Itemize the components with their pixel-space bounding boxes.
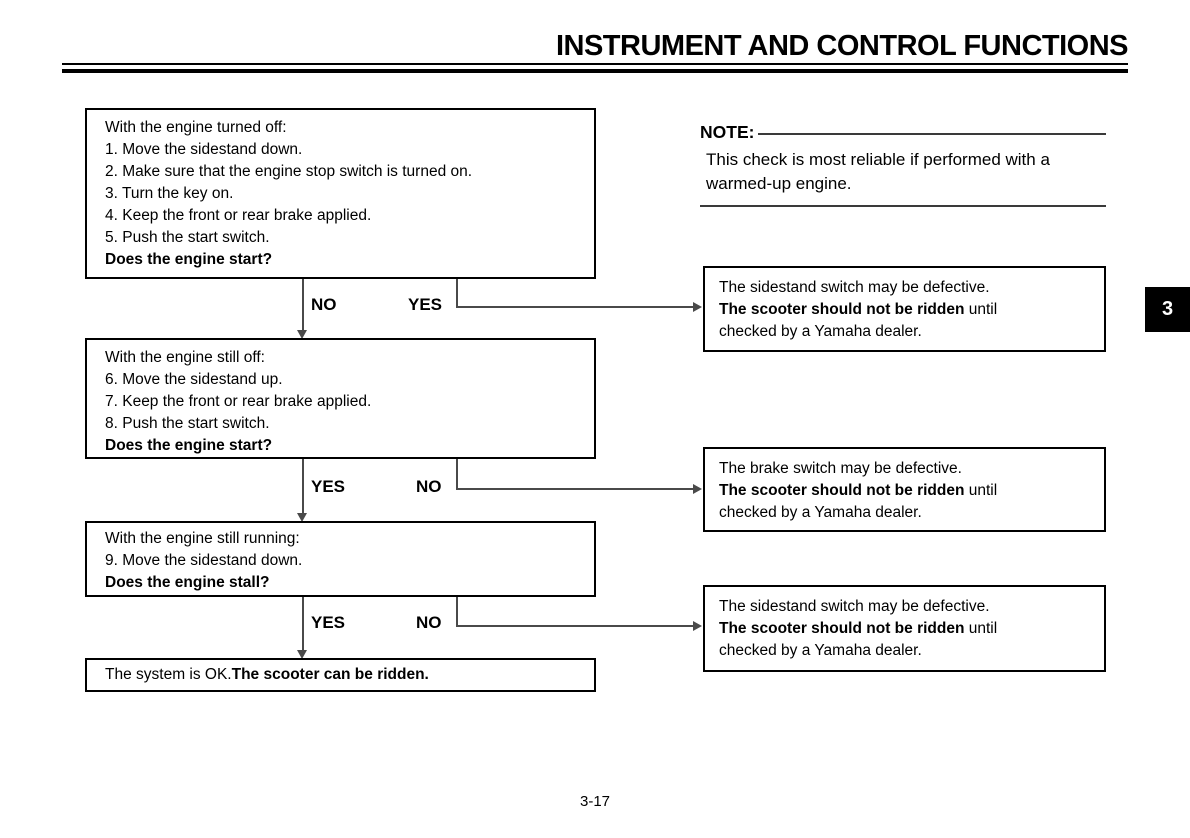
page-number: 3-17 bbox=[579, 793, 611, 810]
outcome1-rest: until bbox=[964, 301, 998, 318]
connector3-down-line bbox=[302, 597, 304, 650]
connector3-branch-stub bbox=[456, 597, 458, 627]
outcome-box-3: The sidestand switch may be defective. T… bbox=[703, 585, 1106, 672]
connector1-right-label: YES bbox=[408, 295, 443, 314]
result-text-normal: The system is OK. bbox=[105, 666, 232, 683]
outcome3-rest: until bbox=[964, 620, 998, 637]
note-header: NOTE: bbox=[700, 122, 1106, 143]
outcome3-bold: The scooter should not be ridden bbox=[719, 620, 965, 637]
connector2-down-line bbox=[302, 459, 304, 513]
step1-item-4: 4. Keep the front or rear brake applied. bbox=[105, 207, 372, 224]
outcome1-line3: checked by a Yamaha dealer. bbox=[719, 323, 922, 340]
note-header-rule bbox=[758, 133, 1106, 135]
note-label: NOTE: bbox=[700, 122, 755, 142]
flow-step-box-2: With the engine still off: 6. Move the s… bbox=[85, 338, 596, 459]
connector2-right-label: NO bbox=[416, 477, 442, 496]
outcome2-rest: until bbox=[964, 482, 998, 499]
connector1-right-line bbox=[456, 306, 694, 308]
outcome-box-1: The sidestand switch may be defective. T… bbox=[703, 266, 1106, 352]
outcome2-line2: The scooter should not be ridden until bbox=[719, 480, 1098, 502]
connector3-arrow-right-icon bbox=[693, 621, 702, 631]
connector2-arrow-down-icon bbox=[297, 513, 307, 522]
step1-question: Does the engine start? bbox=[105, 251, 273, 268]
step1-item-1: 1. Move the sidestand down. bbox=[105, 141, 303, 158]
outcome-box-2: The brake switch may be defective. The s… bbox=[703, 447, 1106, 532]
outcome3-line2: The scooter should not be ridden until bbox=[719, 618, 1098, 640]
step2-item-6: 6. Move the sidestand up. bbox=[105, 371, 283, 388]
note-bottom-rule bbox=[700, 205, 1106, 207]
connector1-down-label: NO bbox=[311, 295, 337, 314]
connector2-arrow-right-icon bbox=[693, 484, 702, 494]
connector2-down-label: YES bbox=[311, 477, 346, 496]
section-tab-number: 3 bbox=[1161, 298, 1174, 320]
outcome3-line1: The sidestand switch may be defective. bbox=[719, 598, 990, 615]
step1-item-3: 3. Turn the key on. bbox=[105, 185, 234, 202]
connector3-down-label: YES bbox=[311, 613, 346, 632]
outcome2-line3: checked by a Yamaha dealer. bbox=[719, 504, 922, 521]
connector1-down-line bbox=[302, 279, 304, 330]
outcome1-line1: The sidestand switch may be defective. bbox=[719, 279, 990, 296]
step1-intro: With the engine turned off: bbox=[105, 119, 287, 136]
outcome3-line3: checked by a Yamaha dealer. bbox=[719, 642, 922, 659]
connector3-right-label: NO bbox=[416, 613, 442, 632]
flow-step-box-3: With the engine still running: 9. Move t… bbox=[85, 521, 596, 597]
outcome1-bold: The scooter should not be ridden bbox=[719, 301, 965, 318]
flow-result-box: The system is OK. The scooter can be rid… bbox=[85, 658, 596, 692]
step3-question: Does the engine stall? bbox=[105, 574, 270, 591]
header-rule-thin bbox=[62, 63, 1128, 65]
connector3-right-line bbox=[456, 625, 694, 627]
outcome2-bold: The scooter should not be ridden bbox=[719, 482, 965, 499]
connector2-branch-stub bbox=[456, 459, 458, 490]
note-block: NOTE: This check is most reliable if per… bbox=[700, 122, 1106, 207]
connector1-branch-stub bbox=[456, 279, 458, 308]
connector1-arrow-down-icon bbox=[297, 330, 307, 339]
step3-item-9: 9. Move the sidestand down. bbox=[105, 552, 303, 569]
step3-intro: With the engine still running: bbox=[105, 530, 300, 547]
header-rule-thick bbox=[62, 69, 1128, 73]
note-text: This check is most reliable if performed… bbox=[706, 150, 1050, 193]
connector1-arrow-right-icon bbox=[693, 302, 702, 312]
step2-item-8: 8. Push the start switch. bbox=[105, 415, 270, 432]
step2-question: Does the engine start? bbox=[105, 437, 273, 454]
page-title: INSTRUMENT AND CONTROL FUNCTIONS bbox=[555, 30, 1129, 62]
outcome2-line1: The brake switch may be defective. bbox=[719, 460, 962, 477]
connector2-right-line bbox=[456, 488, 694, 490]
section-tab: 3 bbox=[1145, 287, 1190, 332]
result-text-bold: The scooter can be ridden. bbox=[231, 666, 429, 683]
outcome1-line2: The scooter should not be ridden until bbox=[719, 299, 1098, 321]
step1-item-2: 2. Make sure that the engine stop switch… bbox=[105, 163, 473, 180]
connector3-arrow-down-icon bbox=[297, 650, 307, 659]
flow-step-box-1: With the engine turned off: 1. Move the … bbox=[85, 108, 596, 279]
step2-intro: With the engine still off: bbox=[105, 349, 265, 366]
step2-item-7: 7. Keep the front or rear brake applied. bbox=[105, 393, 372, 410]
step1-item-5: 5. Push the start switch. bbox=[105, 229, 270, 246]
